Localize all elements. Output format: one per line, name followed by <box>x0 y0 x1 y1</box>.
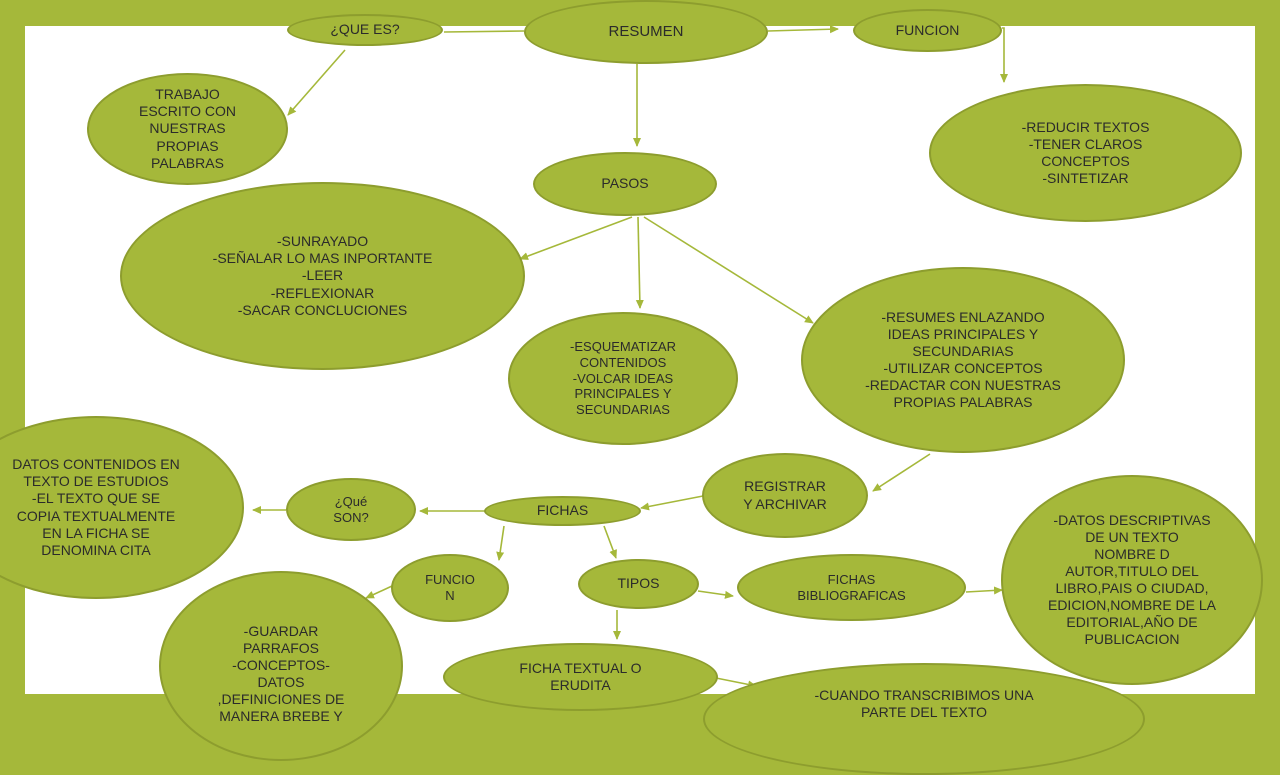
node-label: -RESUMES ENLAZANDO IDEAS PRINCIPALES Y S… <box>865 308 1061 411</box>
node-trabajo: TRABAJO ESCRITO CON NUESTRAS PROPIAS PAL… <box>87 73 288 185</box>
link-resumen-que-es <box>443 30 525 33</box>
node-registrar: REGISTRAR Y ARCHIVAR <box>702 453 868 538</box>
node-label: PASOS <box>601 175 649 192</box>
node-label: FICHA TEXTUAL O ERUDITA <box>519 659 642 693</box>
node-label: -SUNRAYADO -SEÑALAR LO MAS INPORTANTE -L… <box>212 233 433 318</box>
link-resumir-registrar <box>872 453 931 492</box>
link-tipos-bibliograficas <box>697 590 734 599</box>
node-datos-descriptivas: -DATOS DESCRIPTIVAS DE UN TEXTO NOMBRE D… <box>1001 475 1263 685</box>
node-paso-esquematizar: -ESQUEMATIZAR CONTENIDOS -VOLCAR IDEAS P… <box>508 312 738 445</box>
link-pasos-resumir <box>643 216 814 324</box>
link-bibliograficas-descriptivas <box>965 586 1003 595</box>
node-que-es: ¿QUE ES? <box>287 14 443 46</box>
node-funcion-detalle: -REDUCIR TEXTOS -TENER CLAROS CONCEPTOS … <box>929 84 1242 222</box>
node-label: -ESQUEMATIZAR CONTENIDOS -VOLCAR IDEAS P… <box>570 338 676 418</box>
link-pasos-esquematizar <box>635 216 644 309</box>
node-label: FICHAS BIBLIOGRAFICAS <box>797 571 906 603</box>
node-label: TRABAJO ESCRITO CON NUESTRAS PROPIAS PAL… <box>139 86 236 171</box>
node-guardar: -GUARDAR PARRAFOS -CONCEPTOS- DATOS ,DEF… <box>159 571 403 761</box>
link-fichas-funcion <box>496 525 505 561</box>
node-tipos: TIPOS <box>578 559 699 609</box>
node-label: -REDUCIR TEXTOS -TENER CLAROS CONCEPTOS … <box>1021 118 1150 187</box>
node-label: -GUARDAR PARRAFOS -CONCEPTOS- DATOS ,DEF… <box>217 622 345 725</box>
node-label: REGISTRAR Y ARCHIVAR <box>743 478 827 512</box>
node-label: -CUANDO TRANSCRIBIMOS UNA PARTE DEL TEXT… <box>814 687 1034 721</box>
node-label: -DATOS DESCRIPTIVAS DE UN TEXTO NOMBRE D… <box>1047 511 1217 648</box>
node-fichas-bibliograficas: FICHAS BIBLIOGRAFICAS <box>737 554 966 621</box>
node-label: DATOS CONTENIDOS EN TEXTO DE ESTUDIOS -E… <box>12 456 180 558</box>
link-que-es-trabajo <box>287 49 346 116</box>
node-label: FUNCION <box>895 21 960 38</box>
node-que-son: ¿Qué SON? <box>286 478 416 541</box>
node-label: FICHAS <box>536 502 589 519</box>
link-resumen-funcion <box>767 25 839 34</box>
node-cuando-transcribimos: -CUANDO TRANSCRIBIMOS UNA PARTE DEL TEXT… <box>703 663 1145 775</box>
node-paso-resumir: -RESUMES ENLAZANDO IDEAS PRINCIPALES Y S… <box>801 267 1125 453</box>
node-label: TIPOS <box>617 575 660 592</box>
link-funcion-detalle <box>1000 27 1008 83</box>
node-fichas: FICHAS <box>484 496 641 526</box>
node-label: FUNCIO N <box>425 572 475 603</box>
node-funcion: FUNCION <box>853 9 1002 52</box>
node-pasos: PASOS <box>533 152 717 216</box>
link-registrar-fichas <box>640 495 704 511</box>
node-resumen: RESUMEN <box>524 0 768 64</box>
link-fichas-tipos <box>603 525 617 559</box>
link-funcion-guardar <box>365 585 393 599</box>
node-label: ¿QUE ES? <box>330 21 400 38</box>
node-datos: DATOS CONTENIDOS EN TEXTO DE ESTUDIOS -E… <box>0 416 244 599</box>
link-pasos-subrayado <box>519 216 633 260</box>
node-ficha-textual: FICHA TEXTUAL O ERUDITA <box>443 643 718 711</box>
node-funcio-n: FUNCIO N <box>391 554 509 622</box>
node-paso-subrayado: -SUNRAYADO -SEÑALAR LO MAS INPORTANTE -L… <box>120 182 525 370</box>
node-label: RESUMEN <box>608 22 684 40</box>
node-label: ¿Qué SON? <box>333 493 369 525</box>
